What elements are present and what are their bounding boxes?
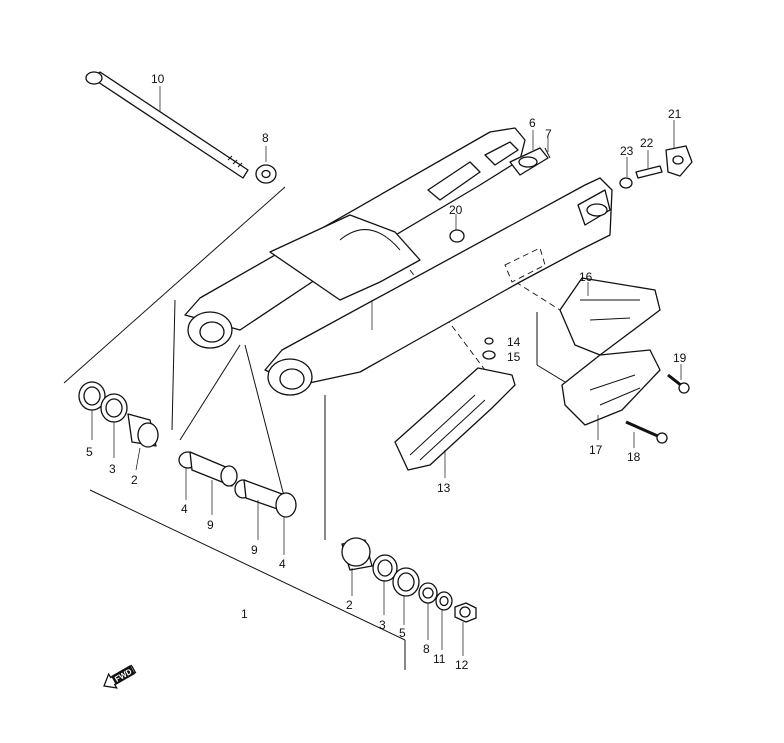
callout-labels: 10 8 6 7 21 22 23 20 16 14 15 19 17 18 1… bbox=[86, 72, 687, 672]
callout-23: 23 bbox=[620, 144, 634, 158]
callout-4-right: 4 bbox=[279, 557, 286, 571]
callout-14: 14 bbox=[507, 335, 521, 349]
callout-3-left: 3 bbox=[109, 462, 116, 476]
pivot-shaft bbox=[85, 71, 249, 179]
callout-2-left: 2 bbox=[131, 473, 138, 487]
callout-3-right: 3 bbox=[379, 618, 386, 632]
callout-15: 15 bbox=[507, 350, 521, 364]
callout-17: 17 bbox=[589, 443, 603, 457]
callout-6: 6 bbox=[529, 116, 536, 130]
nut-part20 bbox=[449, 229, 465, 243]
callout-10: 10 bbox=[151, 72, 165, 86]
left-bearing-set bbox=[78, 381, 159, 448]
right-bearing-set bbox=[341, 537, 477, 623]
chain-adjuster-assembly bbox=[619, 145, 693, 189]
callout-13: 13 bbox=[437, 481, 451, 495]
callout-4-left: 4 bbox=[181, 502, 188, 516]
callout-16: 16 bbox=[579, 270, 593, 284]
fwd-arrow-icon: FWD bbox=[103, 664, 137, 689]
callout-22: 22 bbox=[640, 136, 654, 150]
callout-leaders bbox=[91, 120, 682, 656]
callout-5-left: 5 bbox=[86, 445, 93, 459]
bolts-18-19 bbox=[625, 373, 690, 444]
callout-7: 7 bbox=[545, 127, 552, 141]
washer-part8-top bbox=[255, 164, 277, 184]
callout-18: 18 bbox=[627, 450, 641, 464]
callout-21: 21 bbox=[668, 107, 682, 121]
swing-arm-body bbox=[184, 127, 613, 396]
callout-11: 11 bbox=[433, 652, 446, 666]
callout-2-right: 2 bbox=[346, 598, 353, 612]
chain-guide bbox=[559, 277, 661, 426]
callout-1: 1 bbox=[241, 607, 248, 621]
axle-adjuster-plate bbox=[509, 147, 551, 176]
callout-5-right: 5 bbox=[399, 626, 406, 640]
callout-9-right: 9 bbox=[251, 543, 258, 557]
chain-slider bbox=[394, 337, 516, 471]
callout-19: 19 bbox=[673, 351, 687, 365]
callout-8-bottom: 8 bbox=[423, 642, 430, 656]
callout-8-top: 8 bbox=[262, 131, 269, 145]
callout-20: 20 bbox=[449, 203, 463, 217]
pivot-sleeves bbox=[178, 451, 297, 518]
callout-12: 12 bbox=[455, 658, 469, 672]
callout-9-left: 9 bbox=[207, 518, 214, 532]
